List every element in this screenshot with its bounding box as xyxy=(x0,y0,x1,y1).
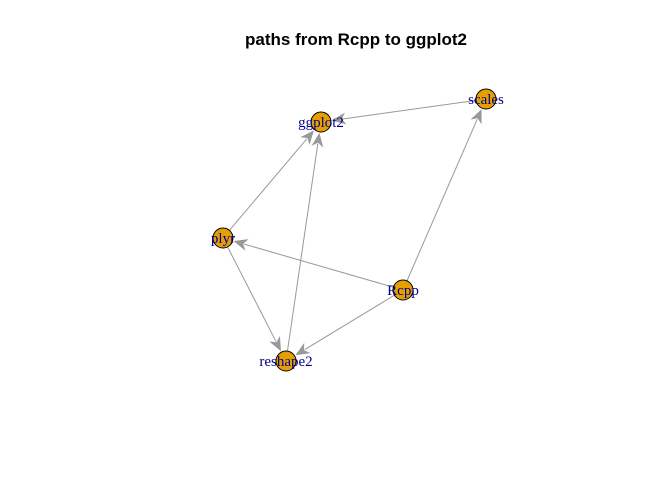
edge-line xyxy=(227,246,277,342)
edge-line xyxy=(243,243,394,288)
node-label-plyr: plyr xyxy=(211,231,235,247)
arrowhead-icon xyxy=(470,109,482,125)
arrowhead-icon xyxy=(295,342,311,356)
edge-plyr-to-ggplot2 xyxy=(229,130,314,231)
edge-Rcpp-to-scales xyxy=(406,109,482,282)
nodes-layer xyxy=(212,88,497,372)
node-label-reshape2: reshape2 xyxy=(259,354,312,370)
node-Rcpp xyxy=(392,279,414,301)
edge-Rcpp-to-reshape2 xyxy=(295,294,395,356)
edges-layer xyxy=(227,99,482,356)
edge-line xyxy=(286,143,319,352)
node-ggplot2 xyxy=(310,111,332,133)
arrowhead-icon xyxy=(269,336,281,352)
node-plyr xyxy=(212,227,234,249)
edge-Rcpp-to-plyr xyxy=(233,239,394,288)
edge-reshape2-to-ggplot2 xyxy=(286,132,324,352)
plot-title: paths from Rcpp to ggplot2 xyxy=(245,30,467,49)
node-label-scales: scales xyxy=(468,92,504,108)
node-label-Rcpp: Rcpp xyxy=(387,283,419,299)
arrowhead-icon xyxy=(331,112,347,125)
edge-line xyxy=(229,138,308,231)
arrowhead-icon xyxy=(300,130,314,145)
edge-line xyxy=(406,118,478,282)
edge-scales-to-ggplot2 xyxy=(331,99,477,125)
node-label-ggplot2: ggplot2 xyxy=(298,115,344,131)
edge-line xyxy=(304,294,395,351)
arrowhead-icon xyxy=(233,239,249,251)
edge-line xyxy=(342,99,477,120)
arrowhead-icon xyxy=(311,132,324,148)
node-reshape2 xyxy=(275,350,297,372)
node-scales xyxy=(475,88,497,110)
edge-plyr-to-reshape2 xyxy=(227,246,281,352)
